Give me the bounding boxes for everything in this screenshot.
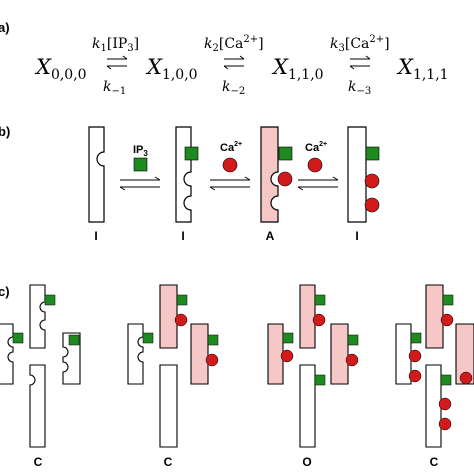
channel-closed-1 — [0, 284, 81, 448]
rate-k2-forward: k2[Ca2+] — [204, 34, 264, 54]
channel1-bottom-subunit — [29, 364, 46, 448]
channel4-bottom-calcium-2 — [438, 417, 452, 431]
free-ip3-square — [133, 157, 148, 172]
panel-b-label: b) — [0, 124, 10, 139]
channel4-top-ip3 — [442, 294, 454, 306]
rate-k2-backward: k−2 — [222, 79, 245, 97]
channel-closed-3 — [395, 284, 474, 448]
channel4-bottom-ip3 — [440, 374, 452, 386]
channel-closed-2 — [127, 284, 219, 448]
rate-k3-forward: k3[Ca2+] — [330, 34, 390, 54]
state-x000: X0,0,0 — [34, 55, 87, 83]
channel2-bottom-subunit — [159, 364, 178, 448]
channel4-top-calcium — [440, 313, 454, 327]
channel4-bottom-calcium-1 — [438, 397, 452, 411]
channel2-right-subunit — [190, 323, 209, 385]
state-x111: X1,1,1 — [396, 55, 449, 83]
panel-c-label: c) — [0, 284, 10, 299]
channel4-left-ip3 — [410, 332, 422, 344]
channel3-right-subunit — [330, 323, 349, 385]
channel3-bottom-ip3 — [314, 374, 326, 386]
active-bound-calcium — [277, 171, 293, 187]
state-x100: X1,0,0 — [145, 55, 198, 83]
calcium-label-2: Ca2+ — [305, 141, 327, 154]
calcium-label-1: Ca2+ — [220, 141, 242, 154]
equilibrium-arrows-3 — [349, 55, 371, 70]
channel3-right-ip3 — [347, 334, 359, 346]
channel3-top-ip3 — [314, 294, 326, 306]
rate-k1-forward: k1[IP3] — [92, 36, 139, 54]
channel4-top-subunit — [425, 284, 444, 349]
equilibrium-arrows-2 — [223, 55, 245, 70]
subunit-inhibited — [347, 126, 367, 223]
channel3-left-calcium — [280, 349, 294, 363]
channel1-top-subunit — [29, 284, 46, 349]
arrows-b1 — [119, 176, 161, 191]
free-calcium-circle-2 — [307, 157, 323, 173]
channel3-right-calcium — [345, 353, 359, 367]
channel2-left-subunit — [127, 323, 144, 385]
subunit-active — [260, 126, 279, 223]
channel4-right-calcium — [459, 371, 473, 385]
inhibited-ip3-square — [365, 146, 380, 161]
channel4-bottom-subunit — [425, 364, 442, 448]
channel2-top-ip3 — [176, 294, 188, 306]
active-ip3-square — [278, 146, 293, 161]
state-label-4: I — [355, 229, 358, 243]
channel3-top-calcium — [312, 313, 326, 327]
channel4-left-calcium-2 — [408, 369, 422, 383]
channel3-left-subunit — [267, 323, 284, 385]
channel4-left-subunit — [395, 323, 412, 385]
reaction-scheme: X0,0,0 X1,0,0 X1,1,0 X1,1,1 k1[IP3] k−1 … — [34, 34, 449, 97]
channel-label-4: C — [430, 455, 439, 469]
arrows-b2 — [209, 176, 251, 191]
channel1-left-subunit — [0, 323, 14, 385]
arrows-b3 — [297, 176, 339, 191]
channel4-right-subunit — [455, 323, 474, 385]
channel4-left-calcium-1 — [408, 349, 422, 363]
subunit-ip3-bound — [175, 126, 192, 223]
equilibrium-arrows-1 — [106, 55, 128, 70]
channel-label-2: C — [164, 455, 173, 469]
channel3-top-subunit — [299, 284, 316, 349]
channel1-right-subunit — [62, 332, 81, 385]
channel1-left-ip3 — [12, 332, 24, 344]
rate-k1-backward: k−1 — [103, 79, 126, 97]
panel-a-label: a) — [0, 20, 10, 35]
channel-label-3: O — [302, 455, 311, 469]
inhibited-calcium-2 — [364, 197, 380, 213]
bound-ip3-square — [184, 146, 199, 161]
inhibited-calcium-1 — [364, 173, 380, 189]
channel1-right-ip3 — [68, 334, 80, 346]
channel3-bottom-subunit — [299, 364, 316, 448]
channel2-left-ip3 — [142, 332, 154, 344]
subunit-empty — [88, 126, 105, 223]
channel2-top-calcium — [174, 313, 188, 327]
channel-label-1: C — [34, 455, 43, 469]
state-label-3: A — [266, 229, 275, 243]
channel-open — [267, 284, 359, 448]
channel1-top-ip3 — [44, 294, 56, 306]
channel2-right-ip3 — [207, 334, 219, 346]
state-label-1: I — [94, 229, 97, 243]
state-label-2: I — [181, 229, 184, 243]
channel2-top-subunit — [159, 284, 178, 349]
subunit-state-transitions: IP3 Ca2+ Ca2+ I I A — [88, 126, 380, 243]
channel3-left-ip3 — [282, 332, 294, 344]
channel2-right-calcium — [205, 353, 219, 367]
rate-k3-backward: k−3 — [348, 79, 371, 97]
free-calcium-circle — [222, 157, 238, 173]
state-x110: X1,1,0 — [271, 55, 324, 83]
ip3-label: IP3 — [133, 144, 148, 158]
